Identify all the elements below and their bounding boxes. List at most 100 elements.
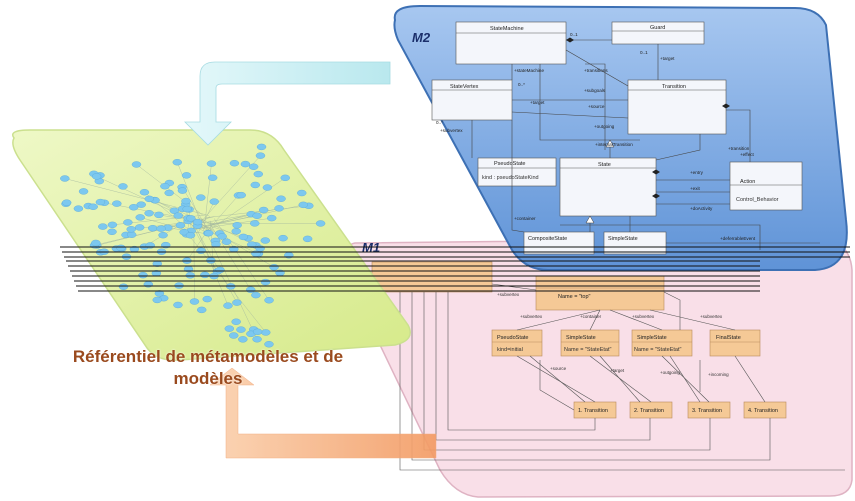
graph-node xyxy=(200,271,210,279)
graph-node xyxy=(251,291,261,299)
svg-text:PseudoState: PseudoState xyxy=(494,161,526,167)
m1-state-1-title: PseudoState xyxy=(497,335,529,341)
m1-state-1: PseudoState kind=initial xyxy=(491,329,543,357)
graph-node xyxy=(112,200,122,207)
m1-state-3-attr: Name = "StateEtat" xyxy=(634,347,682,353)
m2-label: M2 xyxy=(412,30,431,45)
m2-box-guard: Guard xyxy=(611,21,705,45)
graph-node xyxy=(181,172,192,179)
graph-node xyxy=(186,215,196,222)
graph-node xyxy=(258,206,269,214)
m1-state-4: FinalState xyxy=(709,329,761,357)
graph-node xyxy=(98,223,108,230)
graph-edge xyxy=(203,195,239,235)
m1-state-1-attr: kind=initial xyxy=(497,347,523,353)
graph-node xyxy=(135,214,145,221)
svg-text:+source: +source xyxy=(588,104,605,109)
graph-node xyxy=(160,183,170,190)
scanline-artifacts xyxy=(60,246,850,292)
m2-box-pseudostate: PseudoState kind : pseudoStateKind xyxy=(477,157,557,187)
m1-connectors xyxy=(399,283,845,471)
svg-text:+outgoing: +outgoing xyxy=(660,370,680,375)
graph-node xyxy=(181,197,191,205)
m2-inheritance xyxy=(585,139,615,224)
graph-node xyxy=(173,212,183,219)
graph-node xyxy=(91,239,101,247)
graph-node xyxy=(129,204,139,211)
graph-node xyxy=(147,225,158,232)
svg-text:+container: +container xyxy=(514,216,536,221)
graph-node xyxy=(175,222,186,229)
svg-text:State: State xyxy=(598,162,611,168)
m1-role-labels: +subvertex +container +subvertex +subver… xyxy=(497,292,729,377)
svg-text:Control_Behavior: Control_Behavior xyxy=(736,197,779,203)
graph-node xyxy=(177,187,188,194)
graph-node xyxy=(238,233,249,241)
graph-node xyxy=(280,174,290,182)
graph-node xyxy=(261,329,271,336)
graph-node xyxy=(118,183,128,190)
graph-node xyxy=(116,244,126,252)
graph-node xyxy=(302,235,313,243)
graph-node xyxy=(232,222,242,229)
graph-edge xyxy=(187,204,304,231)
graph-node xyxy=(206,257,216,264)
graph-node xyxy=(217,233,227,240)
graph-node xyxy=(276,195,286,202)
graph-node xyxy=(252,336,262,343)
model-repository-graph xyxy=(60,143,326,348)
graph-node xyxy=(297,189,307,197)
svg-text:+subvertex: +subvertex xyxy=(520,314,543,319)
graph-node xyxy=(224,325,235,332)
m1-state-2-attr: Name = "StateEtat" xyxy=(564,347,612,353)
graph-node xyxy=(123,219,133,226)
graph-node xyxy=(73,205,84,212)
svg-text:+outgoing: +outgoing xyxy=(594,124,615,129)
graph-node xyxy=(267,214,277,222)
m1-top-state-attr: Name = "top" xyxy=(558,294,591,300)
graph-node xyxy=(229,332,239,339)
graph-edge xyxy=(210,226,244,238)
svg-text:+subgoals: +subgoals xyxy=(584,88,606,93)
graph-node xyxy=(247,241,257,248)
graph-node xyxy=(274,205,284,212)
m2-role-labels: +stateMachine +transitions +subgoals +ta… xyxy=(436,32,756,241)
graph-node xyxy=(252,212,262,219)
graph-node xyxy=(189,298,200,305)
graph-node xyxy=(260,237,270,244)
svg-text:+doActivity: +doActivity xyxy=(690,206,713,211)
svg-text:Action: Action xyxy=(740,179,755,185)
graph-node xyxy=(126,226,136,233)
graph-node xyxy=(182,205,192,213)
graph-node xyxy=(238,336,248,343)
graph-node xyxy=(252,328,263,335)
m2-box-simplestate: SimpleState xyxy=(603,231,667,255)
graph-node xyxy=(221,238,232,245)
svg-text:+subvertex: +subvertex xyxy=(440,128,463,133)
svg-text:+entry: +entry xyxy=(690,170,704,175)
svg-text:+incoming: +incoming xyxy=(708,372,729,377)
m2-diamonds xyxy=(566,37,730,199)
graph-node xyxy=(156,225,166,232)
graph-node xyxy=(139,189,150,196)
m1-state-3: SimpleState Name = "StateEtat" xyxy=(631,329,693,357)
m1-plane: M1 Name = "top" PseudoState kind=initial… xyxy=(343,237,853,498)
graph-node xyxy=(211,241,221,248)
graph-node xyxy=(204,229,214,237)
graph-node xyxy=(248,163,259,170)
svg-text:+transitions: +transitions xyxy=(584,68,608,73)
m1-state-2-title: SimpleState xyxy=(566,335,596,341)
graph-node xyxy=(196,247,206,254)
graph-node xyxy=(95,198,106,206)
svg-text:0..1: 0..1 xyxy=(640,50,648,55)
graph-edge xyxy=(208,177,286,231)
svg-text:kind : pseudoStateKind: kind : pseudoStateKind xyxy=(482,175,539,181)
m2-box-state: State xyxy=(559,157,657,217)
graph-node xyxy=(144,195,154,203)
svg-text:+deferrableEvent: +deferrableEvent xyxy=(720,236,756,241)
graph-node xyxy=(264,341,274,348)
graph-node xyxy=(298,201,308,209)
graph-node xyxy=(202,295,212,303)
svg-text:+subvertex: +subvertex xyxy=(632,314,655,319)
